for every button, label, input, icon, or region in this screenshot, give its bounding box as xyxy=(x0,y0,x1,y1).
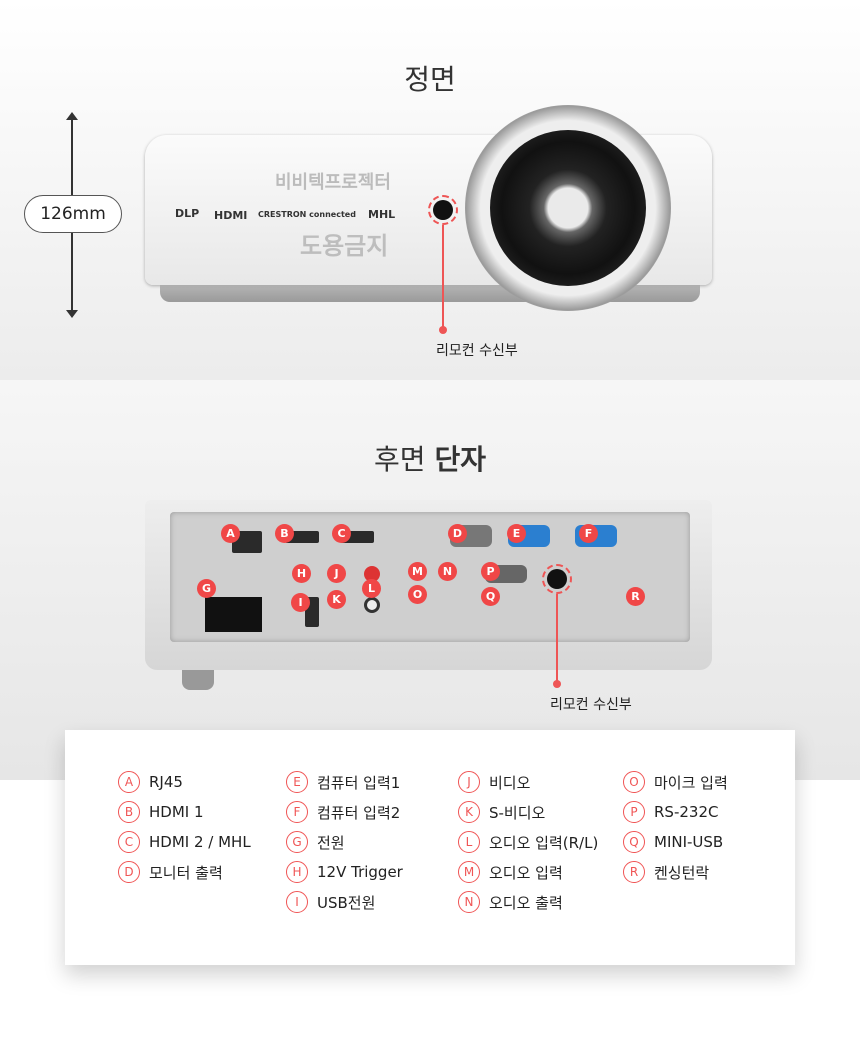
remote-sensor-marker xyxy=(428,195,458,225)
legend-label: 컴퓨터 입력1 xyxy=(317,773,401,792)
legend-item: G 전원 xyxy=(286,831,345,853)
legend-item: C HDMI 2 / MHL xyxy=(118,831,251,853)
rear-title-regular: 후면 xyxy=(374,443,426,476)
legend-label: 모니터 출력 xyxy=(149,863,223,882)
callout-line xyxy=(442,225,444,330)
mhl-logo: MHL xyxy=(368,208,396,221)
legend-key-badge: H xyxy=(286,861,308,883)
legend-item: E 컴퓨터 입력1 xyxy=(286,771,400,793)
legend-label: 비디오 xyxy=(489,773,531,792)
marker-n: N xyxy=(438,562,457,581)
crestron-logo: CRESTRON connected xyxy=(258,210,356,219)
legend-key-badge: F xyxy=(286,801,308,823)
audio-r-jack xyxy=(364,566,380,582)
legend-key-badge: A xyxy=(118,771,140,793)
legend-label: HDMI 2 / MHL xyxy=(149,833,251,851)
marker-p: P xyxy=(481,562,500,581)
legend-item: R 켄싱턴락 xyxy=(623,861,709,883)
marker-d: D xyxy=(448,524,467,543)
legend-key-badge: G xyxy=(286,831,308,853)
height-label: 126mm xyxy=(24,195,122,233)
rear-title-bold: 단자 xyxy=(434,443,486,476)
legend-label: HDMI 1 xyxy=(149,803,204,821)
legend-label: 오디오 출력 xyxy=(489,893,563,912)
marker-k: K xyxy=(327,590,346,609)
ac-in-port xyxy=(205,597,262,632)
legend-item: O 마이크 입력 xyxy=(623,771,728,793)
legend-key-badge: D xyxy=(118,861,140,883)
front-title: 정면 xyxy=(404,63,456,96)
marker-o: O xyxy=(408,585,427,604)
legend-item: P RS-232C xyxy=(623,801,718,823)
marker-f: F xyxy=(579,524,598,543)
hdmi-logo: HDMI xyxy=(214,209,248,222)
legend-key-badge: O xyxy=(623,771,645,793)
legend-item: D 모니터 출력 xyxy=(118,861,223,883)
marker-i: I xyxy=(291,593,310,612)
marker-b: B xyxy=(275,524,294,543)
legend-key-badge: Q xyxy=(623,831,645,853)
legend-label: 오디오 입력 xyxy=(489,863,563,882)
marker-e: E xyxy=(507,524,526,543)
arrow-down-icon xyxy=(66,310,78,318)
arrow-up-icon xyxy=(66,112,78,120)
marker-m: M xyxy=(408,562,427,581)
marker-g: G xyxy=(197,579,216,598)
legend-item: N 오디오 출력 xyxy=(458,891,563,913)
marker-h: H xyxy=(292,564,311,583)
audio-l-jack xyxy=(364,597,380,613)
legend-item: J 비디오 xyxy=(458,771,530,793)
legend-item: K S-비디오 xyxy=(458,801,545,823)
rear-callout-dot xyxy=(553,680,561,688)
rear-remote-sensor-marker xyxy=(542,564,572,594)
legend-item: F 컴퓨터 입력2 xyxy=(286,801,400,823)
legend-item: I USB전원 xyxy=(286,891,375,913)
marker-r: R xyxy=(626,587,645,606)
legend-key-badge: M xyxy=(458,861,480,883)
marker-a: A xyxy=(221,524,240,543)
legend-item: M 오디오 입력 xyxy=(458,861,563,883)
legend-key-badge: E xyxy=(286,771,308,793)
lens xyxy=(490,130,646,286)
legend-key-badge: B xyxy=(118,801,140,823)
legend-label: USB전원 xyxy=(317,893,376,912)
legend-key-badge: P xyxy=(623,801,645,823)
legend-label: 오디오 입력(R/L) xyxy=(489,833,599,852)
watermark-line2: 도용금지 xyxy=(300,232,389,260)
legend-key-badge: R xyxy=(623,861,645,883)
legend-key-badge: J xyxy=(458,771,480,793)
marker-c: C xyxy=(332,524,351,543)
legend-label: 마이크 입력 xyxy=(654,773,728,792)
legend-key-badge: N xyxy=(458,891,480,913)
legend-item: H 12V Trigger xyxy=(286,861,403,883)
legend-label: 전원 xyxy=(317,833,345,852)
legend-item: L 오디오 입력(R/L) xyxy=(458,831,598,853)
front-view-section: 정면 126mm DLP HDMI CRESTRON connected MHL… xyxy=(0,0,860,380)
legend-label: 12V Trigger xyxy=(317,863,403,881)
legend-label: RJ45 xyxy=(149,773,183,791)
legend-label: 켄싱턴락 xyxy=(654,863,710,882)
marker-q: Q xyxy=(481,587,500,606)
legend-label: 컴퓨터 입력2 xyxy=(317,803,401,822)
legend-item: Q MINI-USB xyxy=(623,831,723,853)
legend-label: MINI-USB xyxy=(654,833,724,851)
legend-key-badge: I xyxy=(286,891,308,913)
rear-remote-sensor-label: 리모컨 수신부 xyxy=(550,697,632,713)
dlp-logo: DLP xyxy=(175,207,200,220)
legend-key-badge: L xyxy=(458,831,480,853)
rear-callout-line xyxy=(556,594,558,684)
legend-label: RS-232C xyxy=(654,803,719,821)
legend-label: S-비디오 xyxy=(489,803,546,822)
rear-title: 후면 단자 xyxy=(0,438,860,478)
legend-key-badge: K xyxy=(458,801,480,823)
legend-item: A RJ45 xyxy=(118,771,183,793)
callout-dot xyxy=(439,326,447,334)
marker-j: J xyxy=(327,564,346,583)
marker-l: L xyxy=(362,579,381,598)
watermark-line1: 비비텍프로젝터 xyxy=(275,172,391,193)
legend-key-badge: C xyxy=(118,831,140,853)
remote-sensor-label: 리모컨 수신부 xyxy=(436,343,518,359)
legend-item: B HDMI 1 xyxy=(118,801,204,823)
